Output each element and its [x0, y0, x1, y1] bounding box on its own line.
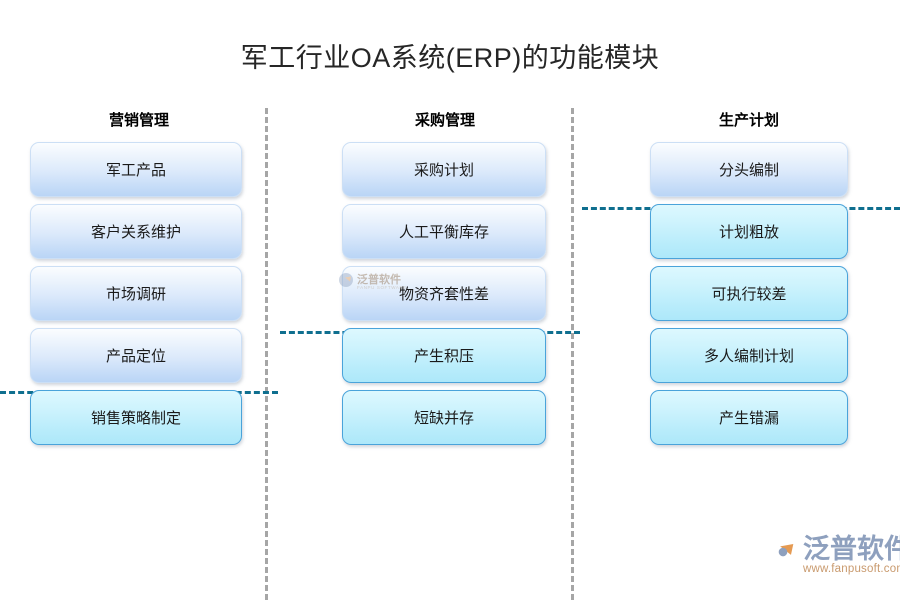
fanpu-logo-icon — [768, 537, 798, 572]
column-header-production-plan: 生产计划 — [718, 112, 779, 129]
column-node-list-marketing: 军工产品 客户关系维护 市场调研 产品定位 销售策略制定 — [14, 142, 264, 445]
brand-logo: 泛普软件 www.fanpusoft.com — [768, 534, 900, 575]
brand-text-group: 泛普软件 www.fanpusoft.com — [803, 534, 900, 575]
column-node-list-procurement: 采购计划 人工平衡库存 物资齐套性差 产生积压 短缺并存 — [320, 142, 570, 445]
node-box[interactable]: 军工产品 — [30, 142, 242, 197]
node-box[interactable]: 多人编制计划 — [650, 328, 848, 383]
node-box[interactable]: 计划粗放 — [650, 204, 848, 259]
column-node-list-production-plan: 分头编制 计划粗放 可执行较差 多人编制计划 产生错漏 — [624, 142, 874, 445]
node-box[interactable]: 短缺并存 — [342, 390, 546, 445]
node-box[interactable]: 人工平衡库存 — [342, 204, 546, 259]
page-title: 军工行业OA系统(ERP)的功能模块 — [240, 43, 660, 73]
node-box[interactable]: 可执行较差 — [650, 266, 848, 321]
node-box[interactable]: 客户关系维护 — [30, 204, 242, 259]
column-header-marketing: 营销管理 — [108, 112, 169, 129]
column-production-plan: 生产计划 分头编制 计划粗放 可执行较差 多人编制计划 产生错漏 — [624, 108, 874, 452]
column-procurement: 采购管理 采购计划 人工平衡库存 物资齐套性差 产生积压 短缺并存 — [320, 108, 570, 452]
column-header-procurement: 采购管理 — [414, 112, 475, 129]
node-box[interactable]: 市场调研 — [30, 266, 242, 321]
brand-url: www.fanpusoft.com — [803, 563, 900, 575]
brand-name: 泛普软件 — [803, 534, 900, 564]
node-box[interactable]: 销售策略制定 — [30, 390, 242, 445]
column-divider-2 — [571, 108, 574, 600]
node-box[interactable]: 分头编制 — [650, 142, 848, 197]
node-box[interactable]: 采购计划 — [342, 142, 546, 197]
node-box[interactable]: 产品定位 — [30, 328, 242, 383]
column-divider-1 — [265, 108, 268, 600]
column-marketing: 营销管理 军工产品 客户关系维护 市场调研 产品定位 销售策略制定 — [14, 108, 264, 452]
node-box[interactable]: 产生错漏 — [650, 390, 848, 445]
node-box[interactable]: 产生积压 — [342, 328, 546, 383]
node-box[interactable]: 物资齐套性差 — [342, 266, 546, 321]
